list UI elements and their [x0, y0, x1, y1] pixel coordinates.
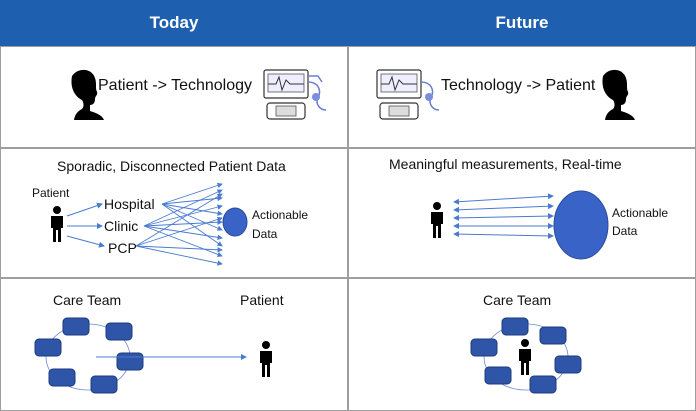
- today-target-line1: Actionable: [252, 208, 309, 222]
- care-team-ring: [470, 317, 582, 394]
- monitor-device-icon: [376, 69, 440, 120]
- care-team-block-icon: [484, 366, 512, 385]
- patient-silhouette-icon: [71, 69, 104, 120]
- care-team-block-icon: [554, 355, 582, 374]
- source-hospital: Hospital: [104, 196, 155, 212]
- care-team-block-icon: [48, 368, 76, 387]
- person-icon: [51, 206, 63, 242]
- source-pcp: PCP: [108, 240, 137, 256]
- care-team-block-icon: [470, 338, 498, 357]
- care-team-block-icon: [529, 375, 557, 394]
- today-target-line2: Data: [252, 227, 278, 241]
- care-team-ring: [34, 317, 144, 394]
- future-target-line2: Data: [612, 224, 638, 238]
- future-target-line1: Actionable: [612, 206, 669, 220]
- source-clinic: Clinic: [104, 218, 139, 234]
- today-flow-label: Patient -> Technology: [98, 77, 253, 94]
- patient-to-source-arrows: [66, 202, 105, 248]
- person-icon: [431, 202, 443, 238]
- actionable-data-node-large: [553, 190, 609, 260]
- fragmented-data-arrows: [135, 182, 223, 266]
- care-team-block-icon: [105, 322, 133, 341]
- actionable-data-node: [222, 207, 248, 237]
- future-flow-label: Technology -> Patient: [441, 77, 596, 94]
- today-row2-title: Sporadic, Disconnected Patient Data: [57, 158, 286, 174]
- care-team-block-icon: [90, 375, 118, 394]
- bidirectional-arrows: [453, 193, 554, 239]
- care-team-block-icon: [62, 317, 90, 336]
- care-team-block-icon: [539, 326, 567, 345]
- future-row2-title: Meaningful measurements, Real-time: [389, 156, 622, 172]
- cell-future-row2: [348, 148, 696, 278]
- today-patient-label-row3: Patient: [240, 292, 284, 308]
- today-care-team-label: Care Team: [53, 292, 122, 308]
- header-today: Today: [0, 0, 348, 46]
- care-team-block-icon: [34, 338, 62, 357]
- future-care-team-label: Care Team: [483, 292, 552, 308]
- person-icon: [519, 339, 531, 375]
- monitor-device-icon: [263, 69, 327, 120]
- care-team-block-icon: [501, 317, 529, 336]
- person-icon: [260, 341, 272, 377]
- care-team-block-icon: [116, 352, 144, 371]
- today-patient-label: Patient: [32, 186, 70, 200]
- patient-silhouette-icon: [602, 69, 635, 120]
- header-future: Future: [348, 0, 696, 46]
